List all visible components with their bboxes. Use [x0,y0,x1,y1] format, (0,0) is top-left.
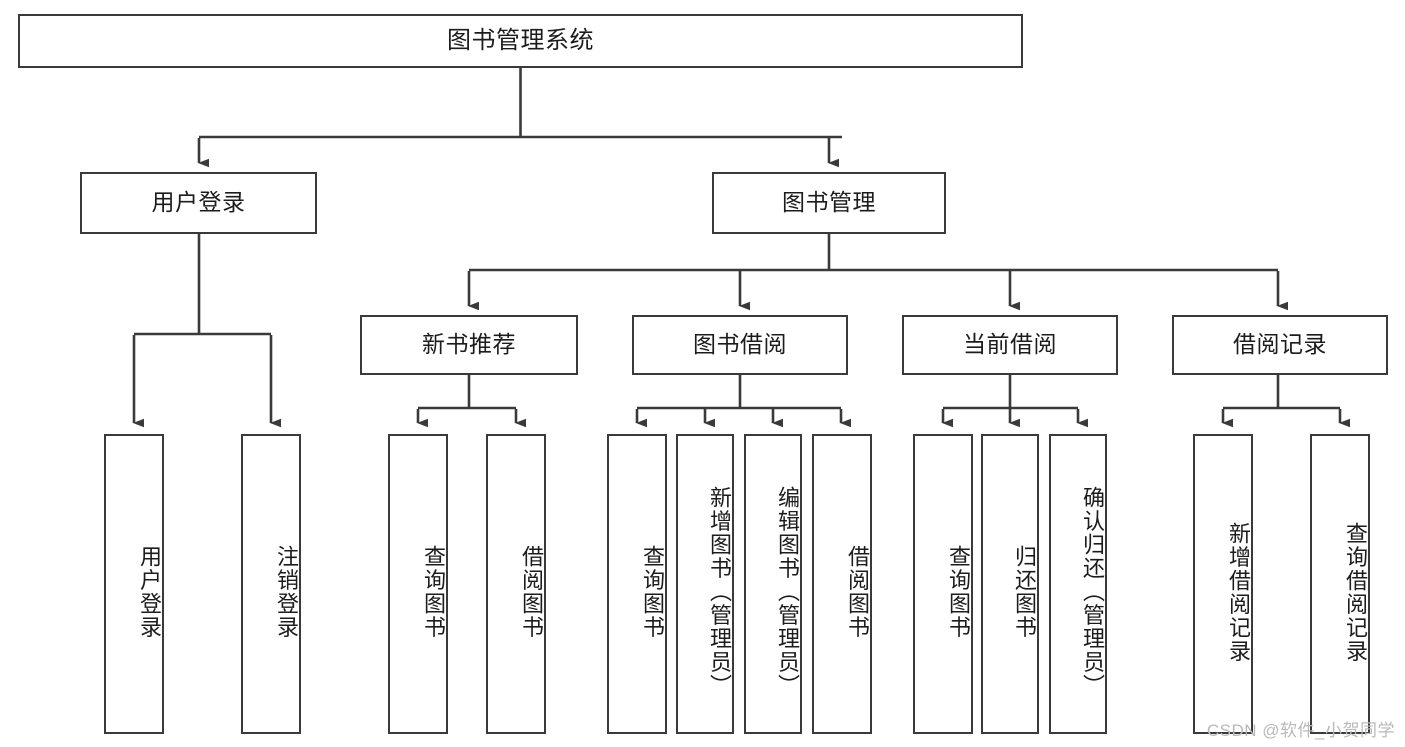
csdn-watermark: CSDN @软件_小贺同学 [1206,721,1395,740]
node-label: 编辑图书（管理员） [775,486,800,698]
leaf-query-book-current[interactable]: 查询图书 [913,434,973,734]
node-label: 查询图书 [640,545,665,639]
node-current-borrow[interactable]: 当前借阅 [902,315,1118,375]
node-label: 查询图书 [946,545,971,639]
leaf-query-book-borrow[interactable]: 查询图书 [607,434,667,734]
node-label: 归还图书 [1012,545,1037,639]
leaf-edit-book-admin[interactable]: 编辑图书（管理员） [744,434,802,734]
leaf-confirm-return-admin[interactable]: 确认归还（管理员） [1049,434,1107,734]
node-label: 新增借阅记录 [1226,521,1251,663]
node-label: 当前借阅 [963,331,1057,358]
leaf-borrow-book-borrow[interactable]: 借阅图书 [812,434,872,734]
leaf-query-borrow-record[interactable]: 查询借阅记录 [1310,434,1370,734]
leaf-user-login[interactable]: 用户登录 [104,434,164,734]
leaf-add-borrow-record[interactable]: 新增借阅记录 [1193,434,1253,734]
node-label: 图书借阅 [693,331,787,358]
leaf-return-book[interactable]: 归还图书 [981,434,1039,734]
node-label: 借阅图书 [519,545,544,639]
node-user-login[interactable]: 用户登录 [80,172,317,234]
leaf-query-book-recommend[interactable]: 查询图书 [388,434,448,734]
node-label: 借阅图书 [845,545,870,639]
node-label: 图书管理系统 [447,26,594,54]
node-label: 新书推荐 [422,331,516,358]
node-book-borrow[interactable]: 图书借阅 [632,315,848,375]
node-label: 注销登录 [274,545,299,639]
node-book-management-system[interactable]: 图书管理系统 [18,14,1023,68]
node-new-book-recommend[interactable]: 新书推荐 [360,315,578,375]
node-label: 用户登录 [151,189,246,216]
node-borrow-record[interactable]: 借阅记录 [1172,315,1388,375]
node-label: 图书管理 [782,189,876,216]
node-book-manage[interactable]: 图书管理 [712,172,946,234]
node-label: 新增图书（管理员） [707,486,732,698]
leaf-borrow-book-recommend[interactable]: 借阅图书 [486,434,546,734]
leaf-add-book-admin[interactable]: 新增图书（管理员） [676,434,734,734]
node-label: 查询借阅记录 [1343,521,1368,663]
node-label: 确认归还（管理员） [1080,486,1105,698]
node-label: 查询图书 [421,545,446,639]
leaf-logout-login[interactable]: 注销登录 [241,434,301,734]
node-label: 借阅记录 [1233,331,1327,358]
node-label: 用户登录 [137,545,162,639]
